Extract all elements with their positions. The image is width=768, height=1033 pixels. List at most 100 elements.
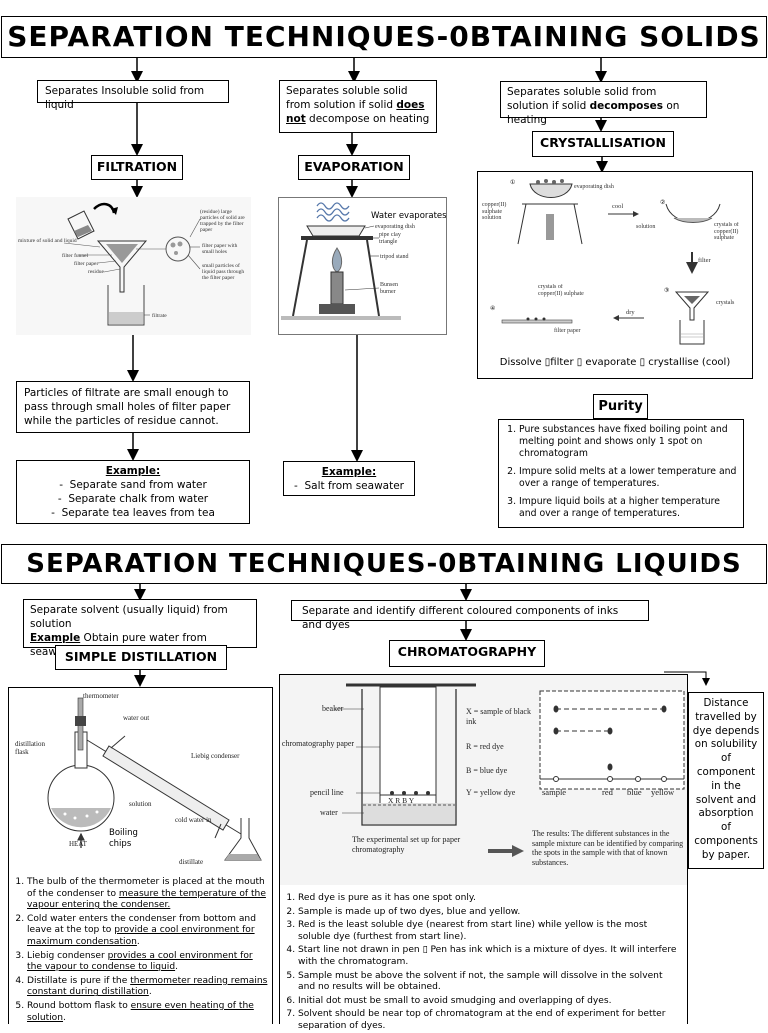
distillation-fig-distillate: distillate <box>179 858 203 866</box>
purity-title-box: Purity <box>593 394 648 419</box>
crystallisation-step1: ① <box>510 179 515 186</box>
evaporation-illustration: Water evaporates evaporating dish pipe c… <box>281 202 447 320</box>
evaporation-example-title: Example: <box>321 466 377 478</box>
chromatography-fig-spots: X R B Y <box>388 796 415 805</box>
chromatography-notes: Red dye is pure as it has one spot only.… <box>280 893 687 1033</box>
evaporation-description: Separates soluble solid from solution if… <box>279 80 437 133</box>
evaporation-fig-water: Water evaporates <box>371 211 446 221</box>
chromatography-fig-r: R = red dye <box>466 742 504 751</box>
evaporation-fig-tripod: tripod stand <box>380 254 409 260</box>
list-item: Initial dot must be small to avoid smudg… <box>298 996 681 1008</box>
filtration-fig-funnel: filter funnel <box>62 252 89 259</box>
chromatography-fig-blue: blue <box>627 787 642 797</box>
list-item: Solvent should be near top of chromatogr… <box>298 1009 681 1032</box>
evaporation-fig-burner: Bunsen burner <box>380 282 398 295</box>
chromatography-side-note: Distance travelled by dye depends on sol… <box>688 692 764 869</box>
list-item: Cold water enters the condenser from bot… <box>27 914 268 949</box>
list-item: The bulb of the thermometer is placed at… <box>27 877 268 912</box>
crystallisation-label: CRYSTALLISATION <box>532 131 674 157</box>
crystallisation-fig-solution: solution <box>636 224 655 230</box>
list-item: - Separate chalk from water <box>57 493 209 505</box>
chromatography-fig-sample: sample <box>542 787 566 797</box>
chromatography-fig-x: X = sample of black ink <box>466 707 531 726</box>
evaporation-label: EVAPORATION <box>298 155 410 180</box>
list-item: - Salt from seawater <box>294 480 404 492</box>
filtration-explanation: Particles of filtrate are small enough t… <box>16 381 250 433</box>
evaporation-fig-dish: evaporating dish <box>375 224 415 230</box>
list-item: - Separate sand from water <box>59 479 207 491</box>
list-item: Red is the least soluble dye (nearest fr… <box>298 920 681 943</box>
crystallisation-fig-filterpaper: filter paper <box>554 327 580 334</box>
purity-title: Purity <box>598 399 643 414</box>
crystallisation-illustration: ① evaporating dish copper(II) sulphate s… <box>482 179 739 345</box>
list-item: Pure substances have fixed boiling point… <box>519 424 739 460</box>
crystallisation-diagram: ① evaporating dish copper(II) sulphate s… <box>477 171 753 379</box>
distillation-description: Separate solvent (usually liquid) from s… <box>23 599 257 658</box>
distillation-fig-cold-in: cold water in <box>175 816 212 824</box>
crystallisation-fig-crystals: crystals <box>716 300 735 306</box>
chromatography-label: CHROMATOGRAPHY <box>389 640 545 667</box>
list-item: Sample must be above the solvent if not,… <box>298 971 681 994</box>
chromatography-fig-y: Y = yellow dye <box>466 788 516 797</box>
chromatography-fig-results: The results: The different substances in… <box>532 829 684 867</box>
distillation-fig-thermometer: thermometer <box>83 692 119 700</box>
distillation-fig-chips: Boiling chips <box>109 828 138 849</box>
crystallisation-fig-dry: dry <box>626 309 635 316</box>
chromatography-fig-beaker: beaker <box>322 704 344 713</box>
filtration-label: FILTRATION <box>91 155 183 180</box>
chromatography-fig-setup: The experimental set up for paper chroma… <box>352 835 461 854</box>
filtration-fig-small: small particles of liquid pass through t… <box>202 263 245 281</box>
list-item: Distillate is pure if the thermometer re… <box>27 976 268 999</box>
crystallisation-caption: Dissolve ▯filter ▯ evaporate ▯ crystalli… <box>499 357 731 368</box>
crystallisation-fig-crystals-ii: crystals of copper(II) sulphate <box>714 222 739 241</box>
distillation-fig-liebig: Liebig condenser <box>191 752 240 760</box>
filtration-example-box: Example: - Separate sand from water - Se… <box>16 460 250 524</box>
filtration-fig-filtrate: filtrate <box>152 312 167 319</box>
chromatography-fig-water: water <box>320 808 338 817</box>
solids-title: SEPARATION TECHNIQUES-0BTAINING SOLIDS <box>7 20 761 53</box>
crystallisation-fig-cool: cool <box>612 203 623 210</box>
crystallisation-step4: ④ <box>490 305 495 312</box>
crystallisation-step3: ③ <box>664 287 669 294</box>
crystallisation-fig-crystals-of: crystals of copper(II) sulphate <box>538 284 584 297</box>
filtration-fig-mixture: mixture of solid and liquid <box>18 237 77 244</box>
evaporation-example-list: - Salt from seawater <box>289 479 409 493</box>
distillation-panel: thermometer water out distillation flask… <box>8 687 273 1024</box>
filtration-fig-paper: filter paper <box>74 260 98 267</box>
liquids-title: SEPARATION TECHNIQUES-0BTAINING LIQUIDS <box>26 549 742 579</box>
chromatography-illustration: beaker chromatography paper pencil line … <box>280 675 687 885</box>
list-item: Sample is made up of two dyes, blue and … <box>298 907 681 919</box>
evaporation-diagram: Water evaporates evaporating dish pipe c… <box>278 197 447 335</box>
crystallisation-fig-sol: copper(II) sulphate solution <box>482 202 507 221</box>
chromatography-fig-b: B = blue dye <box>466 766 508 775</box>
chromatography-panel: beaker chromatography paper pencil line … <box>279 674 688 1031</box>
crystallisation-fig-dish: evaporating dish <box>574 184 614 190</box>
list-item: Liebig condenser provides a cool environ… <box>27 951 268 974</box>
chromatography-fig-pencil: pencil line <box>310 788 344 797</box>
chromatography-fig-yellow: yellow <box>651 787 675 797</box>
solids-title-box: SEPARATION TECHNIQUES-0BTAINING SOLIDS <box>1 16 767 58</box>
filtration-fig-holes: filter paper with small holes <box>202 243 238 255</box>
filtration-fig-trapped: (residue) large particles of solid are t… <box>200 209 245 233</box>
distillation-illustration: thermometer water out distillation flask… <box>15 692 262 866</box>
distillation-fig-flask: distillation flask <box>15 740 45 756</box>
filtration-description: Separates Insoluble solid from liquid <box>37 80 229 111</box>
list-item: Start line not drawn in pen ▯ Pen has in… <box>298 945 681 968</box>
distillation-label: SIMPLE DISTILLATION <box>55 645 227 670</box>
crystallisation-description: Separates soluble solid from solution if… <box>500 81 707 126</box>
filtration-diagram: mixture of solid and liquid filter funne… <box>16 197 251 335</box>
distillation-notes: The bulb of the thermometer is placed at… <box>9 877 272 1024</box>
chromatography-description: Separate and identify different coloured… <box>291 600 649 631</box>
crystallisation-step2: ② <box>660 199 665 206</box>
list-item: Impure solid melts at a lower temperatur… <box>519 466 739 490</box>
liquids-title-box: SEPARATION TECHNIQUES-0BTAINING LIQUIDS <box>1 544 767 584</box>
filtration-example-list: - Separate sand from water - Separate ch… <box>22 478 244 520</box>
chromatography-fig-red: red <box>602 787 614 797</box>
filtration-illustration: mixture of solid and liquid filter funne… <box>18 202 245 326</box>
list-item: Red dye is pure as it has one spot only. <box>298 893 681 905</box>
purity-list: Pure substances have fixed boiling point… <box>499 424 739 520</box>
bottom-connectors <box>134 584 710 687</box>
top-connectors <box>127 58 608 462</box>
chromatography-fig-paper: chromatography paper <box>281 739 355 748</box>
evaporation-example-box: Example: - Salt from seawater <box>283 461 415 496</box>
